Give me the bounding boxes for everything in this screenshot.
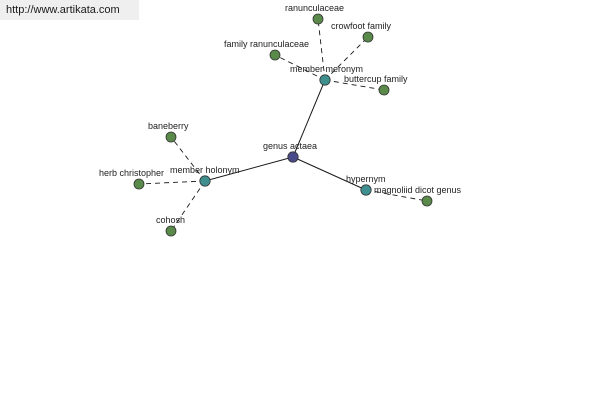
edge-member-holonym-to-herb-christopher — [138, 180, 206, 185]
node-family-ranunculaceae[interactable] — [269, 49, 281, 61]
node-label-ranunculaceae[interactable]: ranunculaceae — [285, 3, 344, 13]
node-label-baneberry[interactable]: baneberry — [148, 121, 189, 131]
node-label-member-holonym[interactable]: member holonym — [170, 165, 240, 175]
node-label-buttercup-family[interactable]: buttercup family — [344, 74, 408, 84]
edge-genus-actaea-to-member-meronym — [292, 79, 326, 158]
edge-member-meronym-to-buttercup-family — [324, 79, 385, 91]
edge-member-meronym-to-ranunculaceae — [317, 18, 326, 81]
node-label-herb-christopher[interactable]: herb christopher — [99, 168, 164, 178]
node-member-holonym[interactable] — [199, 175, 211, 187]
node-label-cohosh[interactable]: cohosh — [156, 215, 185, 225]
edge-genus-actaea-to-hypernym — [292, 156, 367, 191]
edge-member-holonym-to-baneberry — [170, 136, 206, 182]
node-magnoliid-dicot-genus[interactable] — [421, 195, 433, 207]
edge-member-meronym-to-family-ranunculaceae — [274, 54, 326, 81]
nodes-layer — [133, 13, 433, 237]
edge-hypernym-to-magnoliid-dicot-genus — [365, 189, 428, 202]
edges-layer — [138, 18, 428, 232]
node-label-family-ranunculaceae[interactable]: family ranunculaceae — [224, 39, 309, 49]
node-genus-actaea[interactable] — [287, 151, 299, 163]
edge-member-meronym-to-crowfoot-family — [324, 36, 369, 81]
node-crowfoot-family[interactable] — [362, 31, 374, 43]
node-baneberry[interactable] — [165, 131, 177, 143]
edge-member-holonym-to-cohosh — [170, 180, 206, 232]
node-label-genus-actaea[interactable]: genus actaea — [263, 141, 317, 151]
labels-layer: genus actaea member meronym member holonym… — [99, 3, 462, 225]
node-cohosh[interactable] — [165, 225, 177, 237]
node-herb-christopher[interactable] — [133, 178, 145, 190]
node-label-member-meronym[interactable]: member meronym — [290, 64, 363, 74]
site-url-link[interactable]: http://www.artikata.com — [0, 0, 139, 20]
node-buttercup-family[interactable] — [378, 84, 390, 96]
node-ranunculaceae[interactable] — [312, 13, 324, 25]
edge-genus-actaea-to-member-holonym — [204, 156, 294, 182]
node-label-hypernym[interactable]: hypernym — [346, 174, 386, 184]
node-member-meronym[interactable] — [319, 74, 331, 86]
node-hypernym[interactable] — [360, 184, 372, 196]
node-label-magnoliid-dicot-genus[interactable]: magnoliid dicot genus — [374, 185, 462, 195]
node-label-crowfoot-family[interactable]: crowfoot family — [331, 21, 392, 31]
